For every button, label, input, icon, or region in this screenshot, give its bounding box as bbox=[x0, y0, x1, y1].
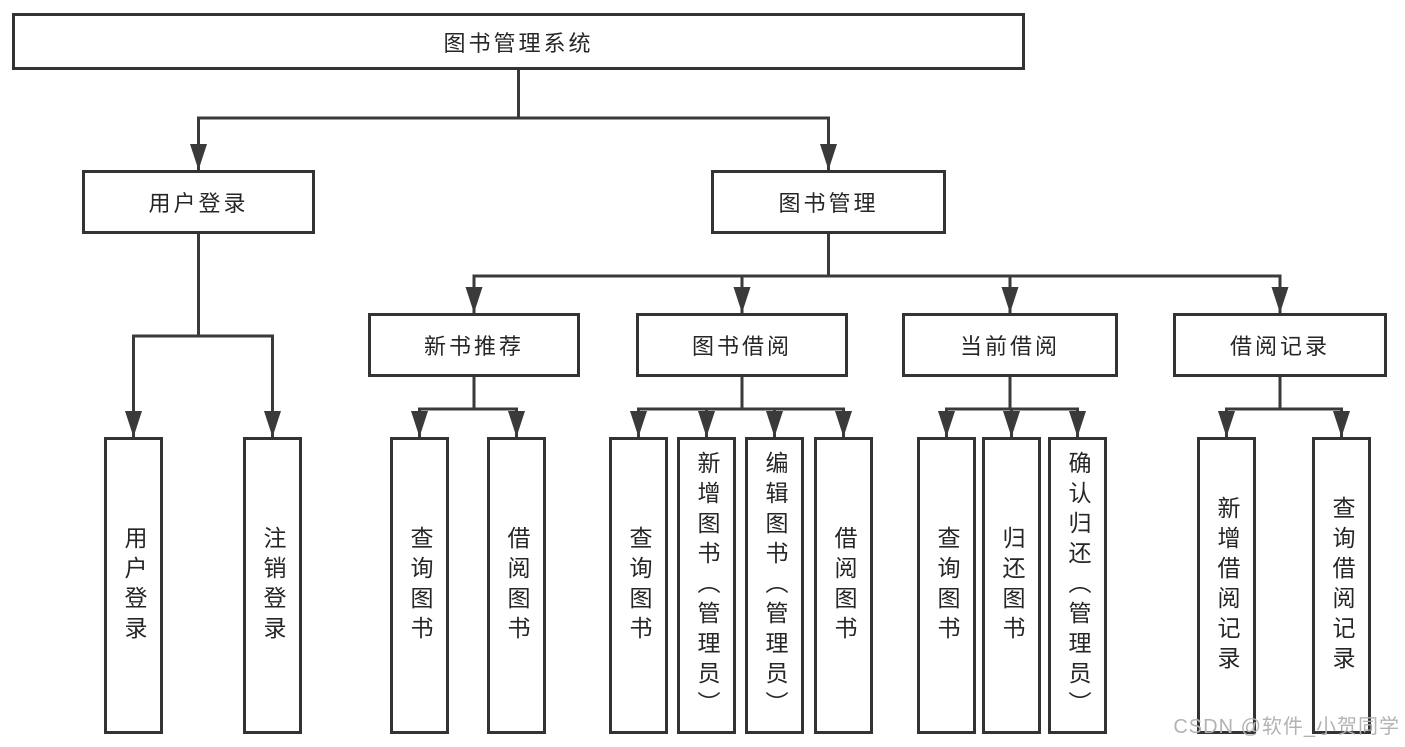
node-label: 确认归还（管理员） bbox=[1065, 450, 1091, 721]
csdn-watermark: CSDN @软件_小贺同学 bbox=[1173, 716, 1400, 738]
node-label: 用户登录 bbox=[121, 525, 147, 646]
node-leaf-query-book-3: 查询图书 bbox=[917, 437, 976, 734]
edge-borrow-record-to-leaves bbox=[1218, 375, 1350, 439]
node-label: 新增图书（管理员） bbox=[694, 450, 720, 721]
node-current-borrow: 当前借阅 bbox=[902, 313, 1118, 377]
node-label: 查询图书 bbox=[407, 525, 433, 646]
node-label: 新增借阅记录 bbox=[1214, 495, 1240, 676]
node-leaf-borrow-book-2: 借阅图书 bbox=[814, 437, 873, 734]
node-label: 借阅记录 bbox=[1229, 334, 1330, 359]
node-leaf-query-book-2: 查询图书 bbox=[609, 437, 668, 734]
edge-current-borrow-to-leaves bbox=[938, 375, 1086, 439]
node-new-book-recommend: 新书推荐 bbox=[368, 313, 580, 377]
node-label: 当前借阅 bbox=[959, 334, 1060, 359]
node-label: 新书推荐 bbox=[423, 334, 524, 359]
node-borrow-record: 借阅记录 bbox=[1173, 313, 1387, 377]
node-label: 查询图书 bbox=[626, 525, 652, 646]
node-leaf-logout: 注销登录 bbox=[243, 437, 302, 734]
node-leaf-confirm-return-admin: 确认归还（管理员） bbox=[1048, 437, 1107, 734]
node-book-borrow: 图书借阅 bbox=[636, 313, 848, 377]
edge-root-to-level2 bbox=[190, 68, 837, 172]
node-library-management-system: 图书管理系统 bbox=[12, 13, 1025, 70]
node-label: 编辑图书（管理员） bbox=[762, 450, 788, 721]
node-label: 用户登录 bbox=[148, 191, 249, 216]
edge-user-login-to-leaves bbox=[125, 232, 281, 439]
node-label: 查询借阅记录 bbox=[1329, 495, 1355, 676]
node-leaf-add-borrow-record: 新增借阅记录 bbox=[1197, 437, 1256, 734]
edge-new-book-to-leaves bbox=[411, 375, 525, 439]
node-label: 借阅图书 bbox=[831, 525, 857, 646]
node-leaf-return-book: 归还图书 bbox=[982, 437, 1041, 734]
node-label: 图书借阅 bbox=[691, 334, 792, 359]
node-leaf-add-book-admin: 新增图书（管理员） bbox=[677, 437, 736, 734]
node-user-login: 用户登录 bbox=[82, 170, 315, 234]
node-leaf-user-login: 用户登录 bbox=[104, 437, 163, 734]
edge-book-borrow-to-leaves bbox=[630, 375, 852, 439]
node-label: 图书管理 bbox=[778, 191, 879, 216]
node-label: 借阅图书 bbox=[504, 525, 530, 646]
edge-book-mgmt-to-level3 bbox=[465, 232, 1289, 315]
node-label: 查询图书 bbox=[934, 525, 960, 646]
node-book-management: 图书管理 bbox=[711, 170, 946, 234]
node-leaf-edit-book-admin: 编辑图书（管理员） bbox=[745, 437, 804, 734]
node-leaf-query-borrow-record: 查询借阅记录 bbox=[1312, 437, 1371, 734]
node-label: 图书管理系统 bbox=[443, 30, 594, 56]
node-label: 注销登录 bbox=[260, 525, 286, 646]
node-leaf-query-book-1: 查询图书 bbox=[390, 437, 449, 734]
node-label: 归还图书 bbox=[999, 525, 1025, 646]
node-leaf-borrow-book-1: 借阅图书 bbox=[487, 437, 546, 734]
